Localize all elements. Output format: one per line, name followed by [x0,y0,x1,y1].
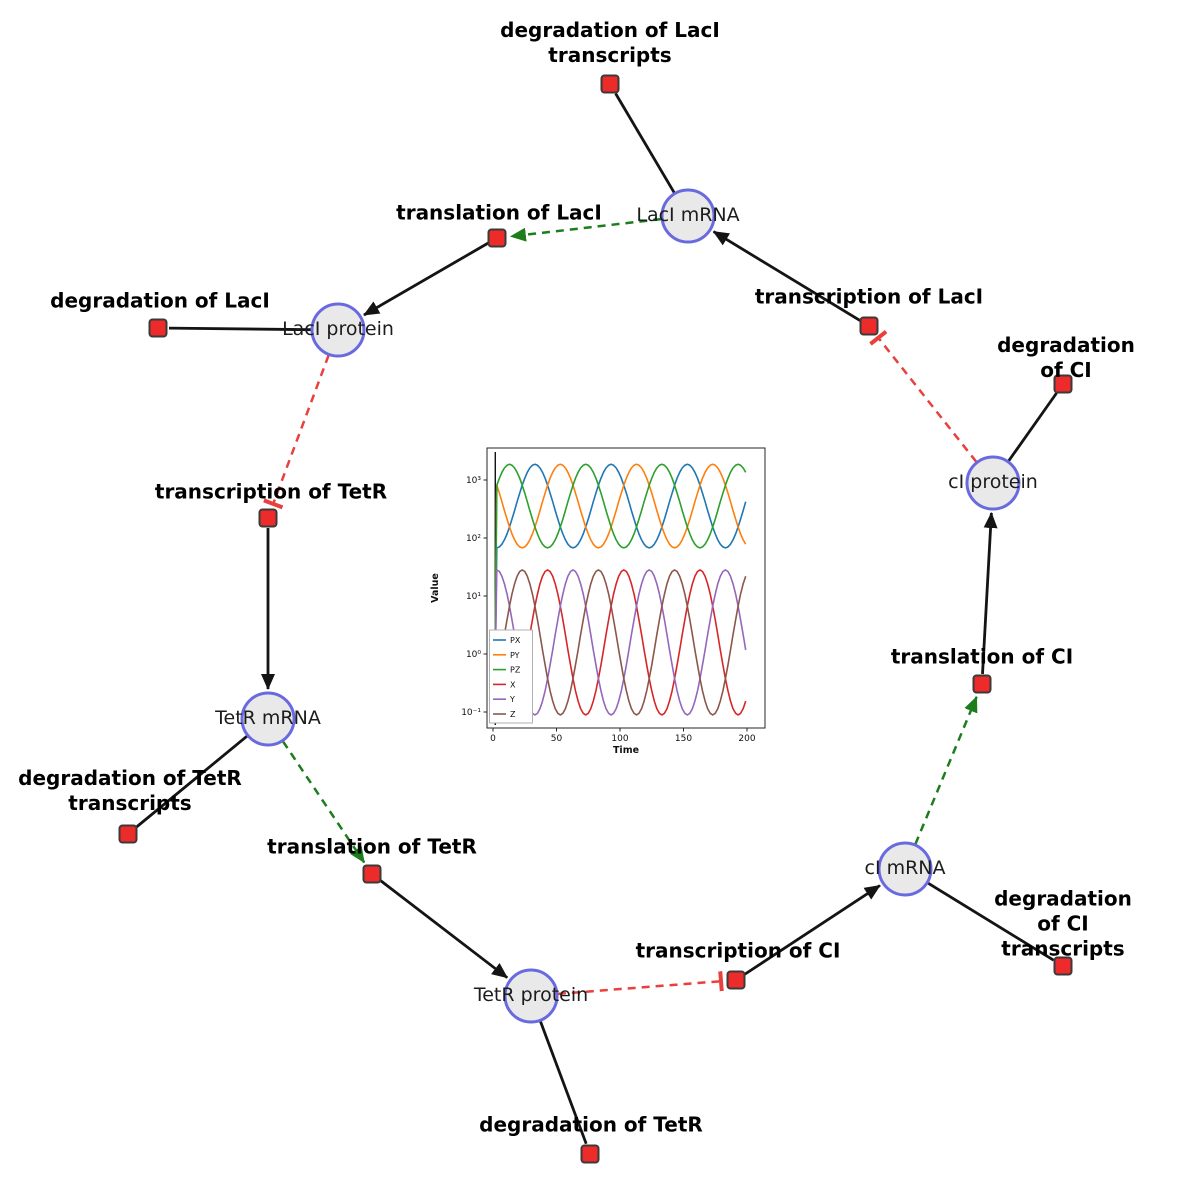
species-node-laci-mrna[interactable] [660,188,716,244]
edge-modifier-laci-mrna-to-translation-laci [509,217,662,242]
chart-series-PY [493,463,747,715]
species-node-laci-protein[interactable] [310,302,366,358]
chart-y-tick-label: 10⁰ [466,650,481,660]
chart-x-tick-label: 50 [551,734,563,744]
chart-ylabel: Value [430,573,441,603]
species-node-ci-mrna[interactable] [877,841,933,897]
reaction-node-deg-tetr-transcripts[interactable] [118,824,138,844]
chart-legend: PX PY PZ XYZ [489,629,533,724]
reaction-node-deg-tetr[interactable] [580,1144,600,1164]
edge-inhibitor-tetr-protein-to-transcription-ci [557,971,724,996]
reaction-node-transcription-laci[interactable] [859,316,879,336]
chart-series-X [493,569,747,716]
edge-reactant-laci-protein-to-deg-laci [168,326,312,332]
reaction-node-transcription-tetr[interactable] [258,508,278,528]
chart-y-tick-label: 10⁻¹ [461,708,481,718]
chart-x-tick-label: 0 [490,734,496,744]
edge-modifier-ci-mrna-to-translation-ci [914,695,978,845]
legend-label-PX: PX [510,636,521,645]
chart-y-tick-label: 10³ [466,476,481,486]
chart-x-tick-label: 100 [611,734,628,744]
species-node-tetr-protein[interactable] [503,968,559,1024]
species-node-ci-protein[interactable] [965,455,1021,511]
edge-reactant-tetr-protein-to-deg-tetr [539,1020,588,1145]
legend-label-PY: PY [510,651,520,660]
edge-product-translation-ci-to-ci-protein [981,512,998,675]
edge-inhibitor-ci-protein-to-transcription-laci [869,330,978,463]
reaction-node-deg-laci-transcripts[interactable] [600,74,620,94]
chart-legend-box [489,629,533,724]
chart-xlabel: Time [613,745,639,756]
node-layer [118,74,1073,1164]
edge-product-translation-laci-to-laci-protein [363,241,490,317]
reaction-node-deg-ci[interactable] [1053,374,1073,394]
reaction-node-translation-laci[interactable] [487,228,507,248]
chart-x-tick-label: 150 [675,734,692,744]
chart-series-Z [493,569,747,716]
reaction-node-transcription-ci[interactable] [726,970,746,990]
edge-reactant-laci-mrna-to-deg-laci-transcripts [614,92,676,194]
edge-reactant-ci-mrna-to-deg-ci-transcripts [927,881,1055,962]
edge-inhibitor-laci-protein-to-transcription-tetr [263,354,330,510]
chart-series-PX [493,463,747,715]
edge-product-transcription-ci-to-ci-mrna [743,884,881,976]
reaction-node-translation-ci[interactable] [972,674,992,694]
chart-series-Y [493,569,747,716]
chart-y-tick-label: 10² [466,534,481,544]
reaction-node-translation-tetr[interactable] [362,864,382,884]
legend-label-X: X [510,680,516,689]
chart-y-tick-label: 10¹ [466,592,481,602]
edge-reactant-ci-protein-to-deg-ci [1007,392,1058,462]
legend-label-Y: Y [509,695,515,704]
species-node-tetr-mrna[interactable] [240,691,296,747]
edge-reactant-tetr-mrna-to-deg-tetr-transcripts [135,735,248,829]
chart-x-tick-label: 200 [738,734,755,744]
reaction-node-deg-laci[interactable] [148,318,168,338]
edge-modifier-tetr-mrna-to-translation-tetr [281,740,366,864]
chart-series-PZ [493,463,747,715]
legend-label-PZ: PZ [510,666,521,675]
edge-layer [135,92,1058,1145]
reaction-node-deg-ci-transcripts[interactable] [1053,956,1073,976]
legend-label-Z: Z [510,710,516,719]
edge-product-transcription-laci-to-laci-mrna [712,230,862,322]
edge-product-translation-tetr-to-tetr-protein [379,878,509,979]
